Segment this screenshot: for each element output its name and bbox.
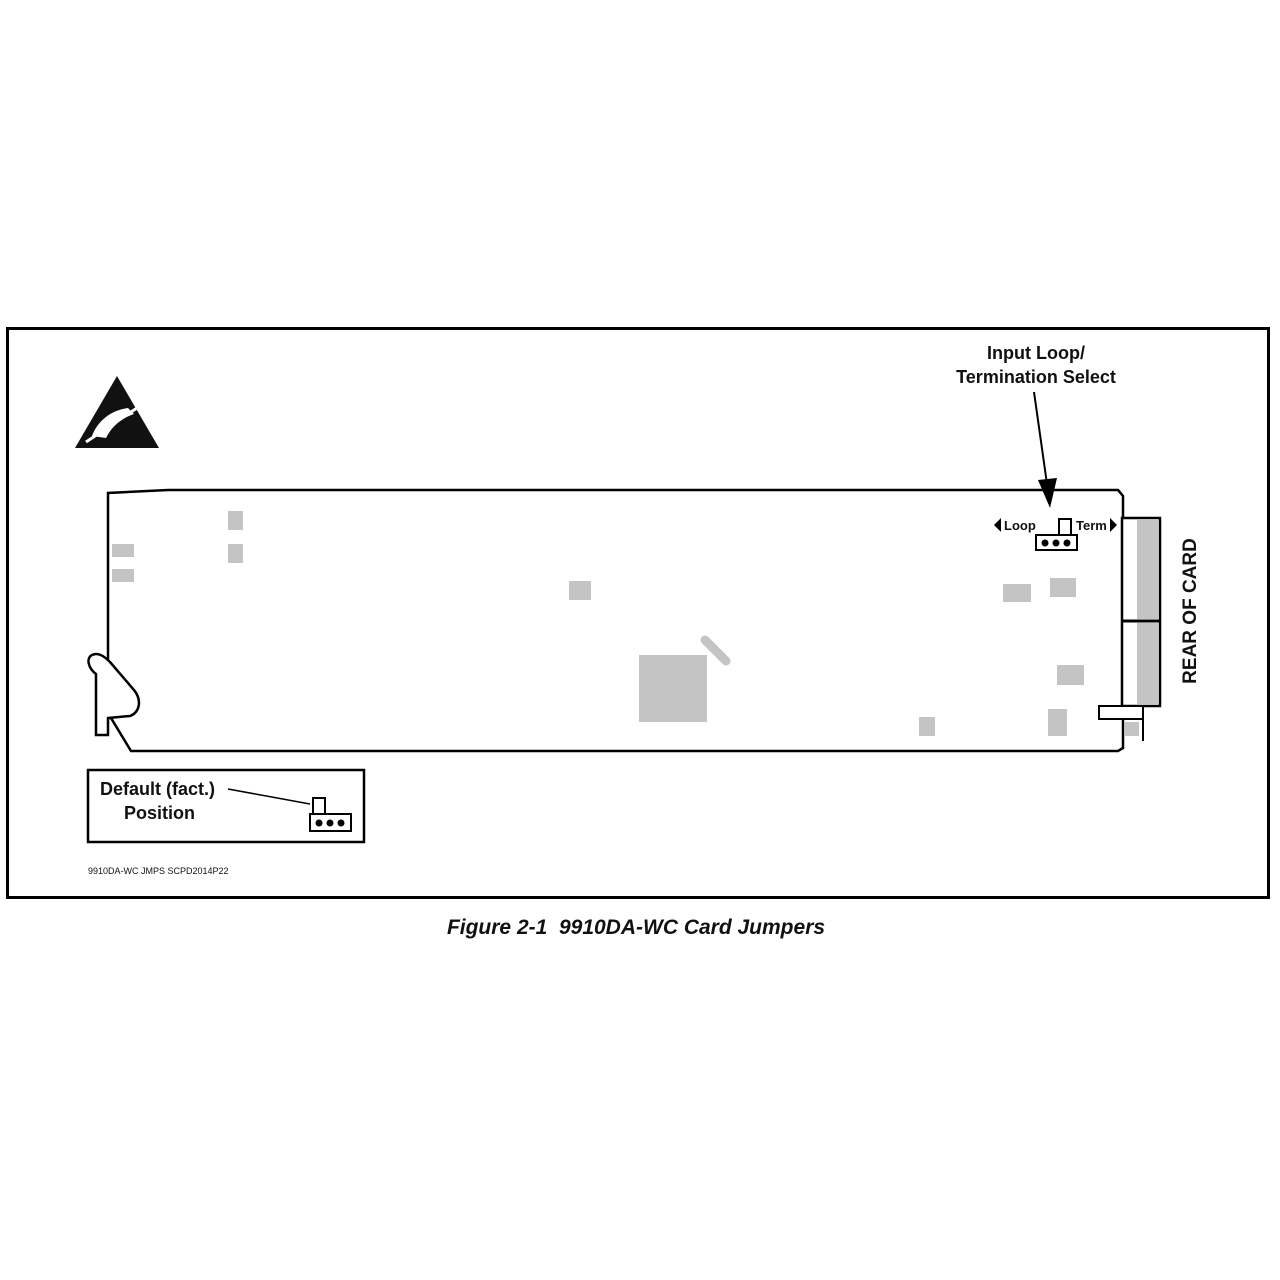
input-loop-jumper: Loop Term [994, 518, 1117, 551]
term-arrow-icon [1110, 518, 1117, 532]
esd-warning-icon [75, 376, 159, 448]
ejector-handle [87, 652, 141, 737]
rear-of-card-label: REAR OF CARD [1180, 538, 1201, 684]
jumper-loop-label: Loop [1004, 518, 1036, 533]
rear-connector [1098, 516, 1162, 741]
legend-line-2: Position [124, 803, 195, 823]
figure-frame [6, 327, 1270, 899]
drawing-id: 9910DA-WC JMPS SCPD2014P22 [88, 866, 229, 876]
callout-line-1: Input Loop/ [987, 343, 1085, 363]
component-blocks [112, 511, 1139, 736]
loop-arrow-icon [994, 518, 1001, 532]
figure-caption: Figure 2-1 9910DA-WC Card Jumpers [446, 916, 826, 939]
legend-line-1: Default (fact.) [100, 779, 215, 799]
default-position-legend: Default (fact.) Position [86, 768, 366, 844]
jumper-term-label: Term [1076, 518, 1107, 533]
diagonal-component [700, 635, 731, 666]
card-outline [106, 488, 1125, 753]
callout-arrow [1033, 391, 1057, 508]
callout-line-2: Termination Select [956, 367, 1116, 387]
